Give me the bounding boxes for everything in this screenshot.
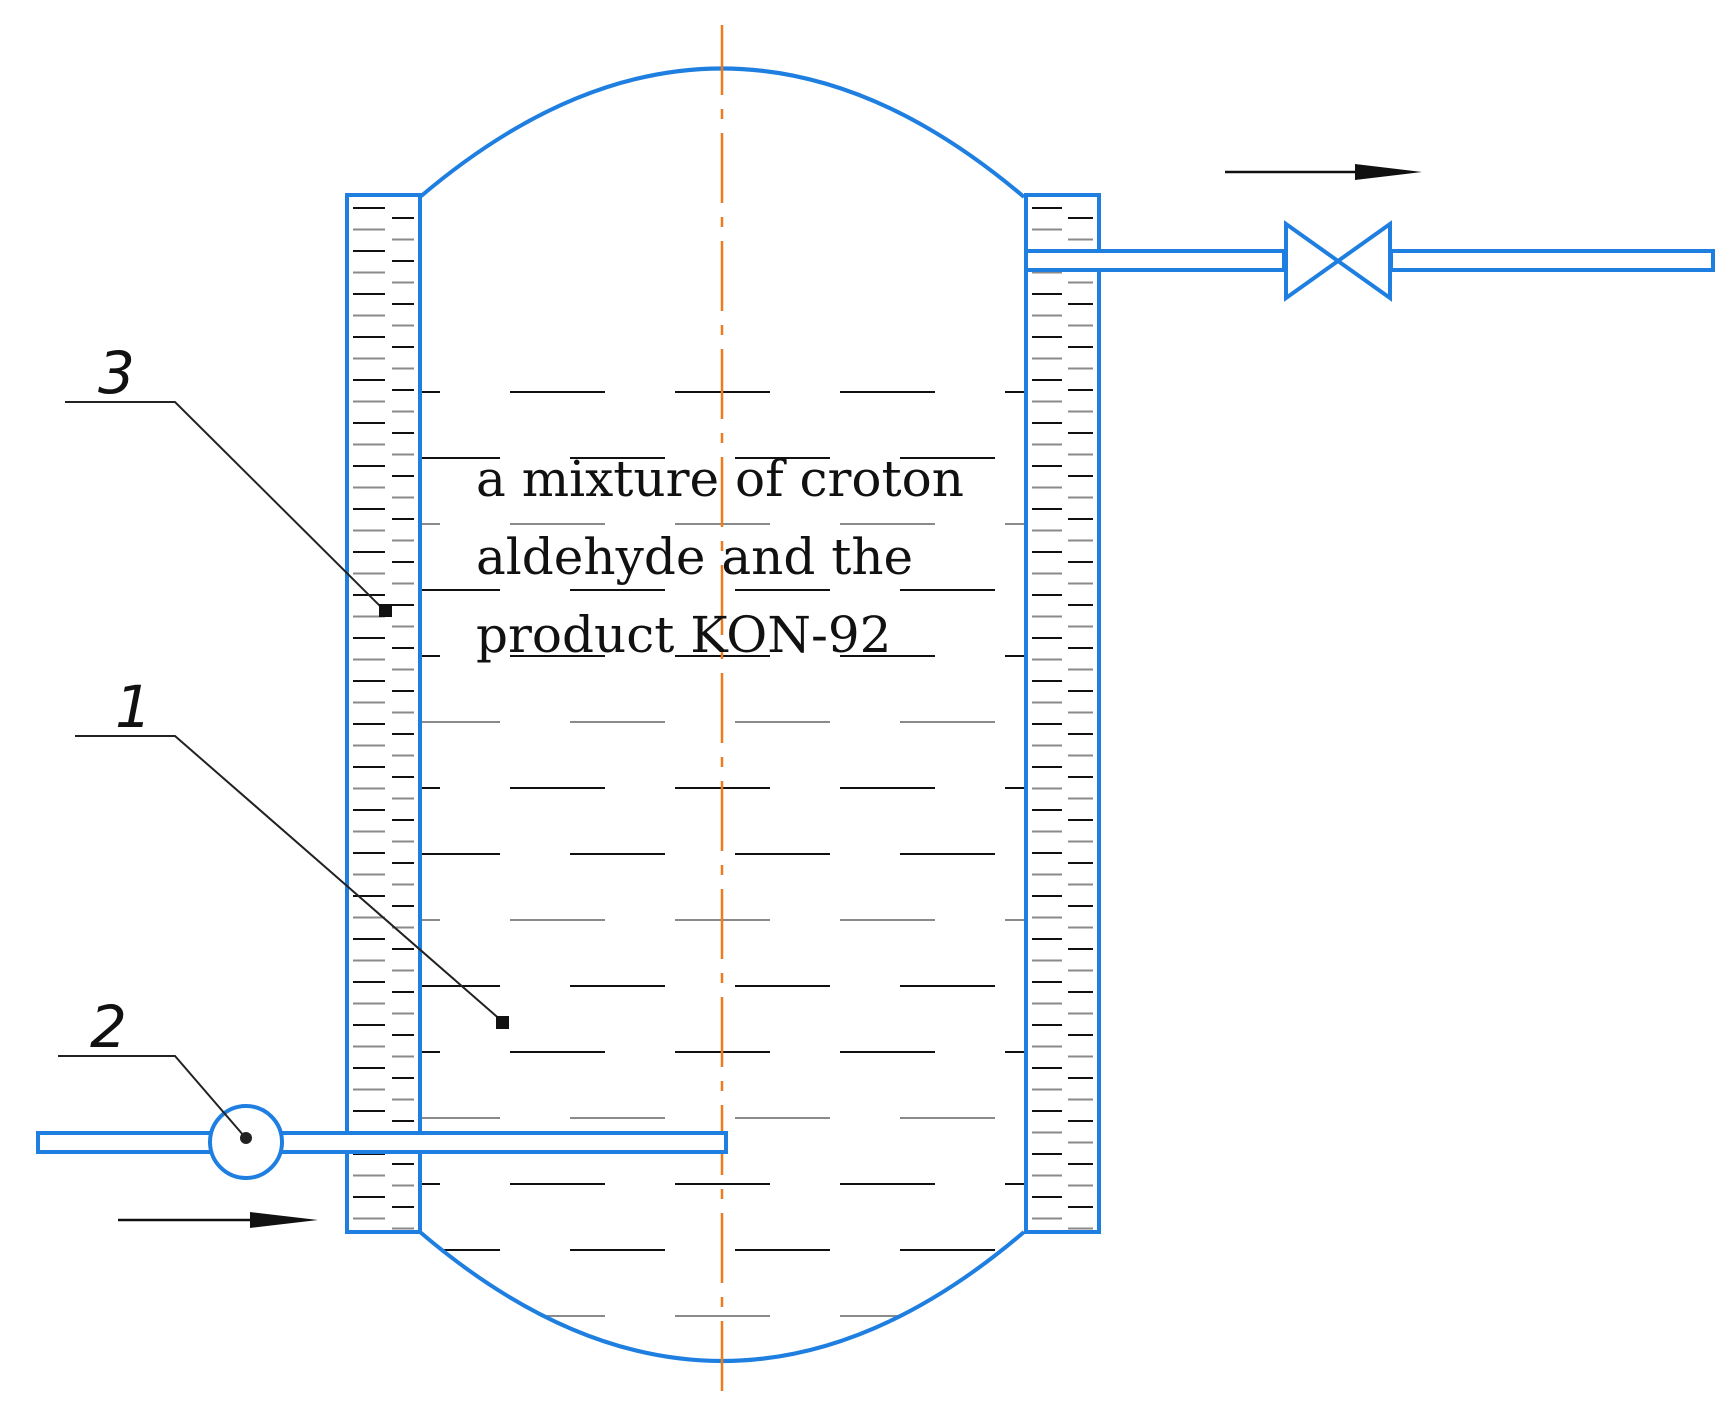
leader-reactor-dot: [496, 1016, 509, 1029]
contents-line-2: aldehyde and the: [476, 528, 913, 586]
label-pump: 2: [90, 993, 127, 1061]
valve-symbol: [1284, 220, 1392, 302]
outlet-pipe-outer: [1389, 249, 1715, 272]
inlet-arrowhead: [250, 1212, 318, 1228]
liquid-hatching: [420, 391, 1024, 1317]
label-jacket: 3: [98, 339, 135, 407]
left-jacket: [345, 193, 422, 1234]
right-jacket: [1024, 193, 1101, 1234]
outlet-arrowhead: [1355, 164, 1422, 180]
leader-jacket: [65, 401, 386, 612]
outlet-pipe-inner: [1024, 249, 1286, 272]
contents-line-3: product KON-92: [476, 606, 891, 664]
left-jacket-hatching: [353, 207, 414, 1230]
leader-reactor: [75, 735, 504, 1023]
right-jacket-hatching: [1032, 207, 1093, 1230]
leader-jacket-dot: [379, 604, 392, 617]
contents-line-1: a mixture of croton: [476, 450, 964, 508]
label-reactor: 1: [115, 673, 152, 741]
inlet-pipe: [36, 1131, 728, 1154]
leader-pump: [58, 1055, 245, 1137]
